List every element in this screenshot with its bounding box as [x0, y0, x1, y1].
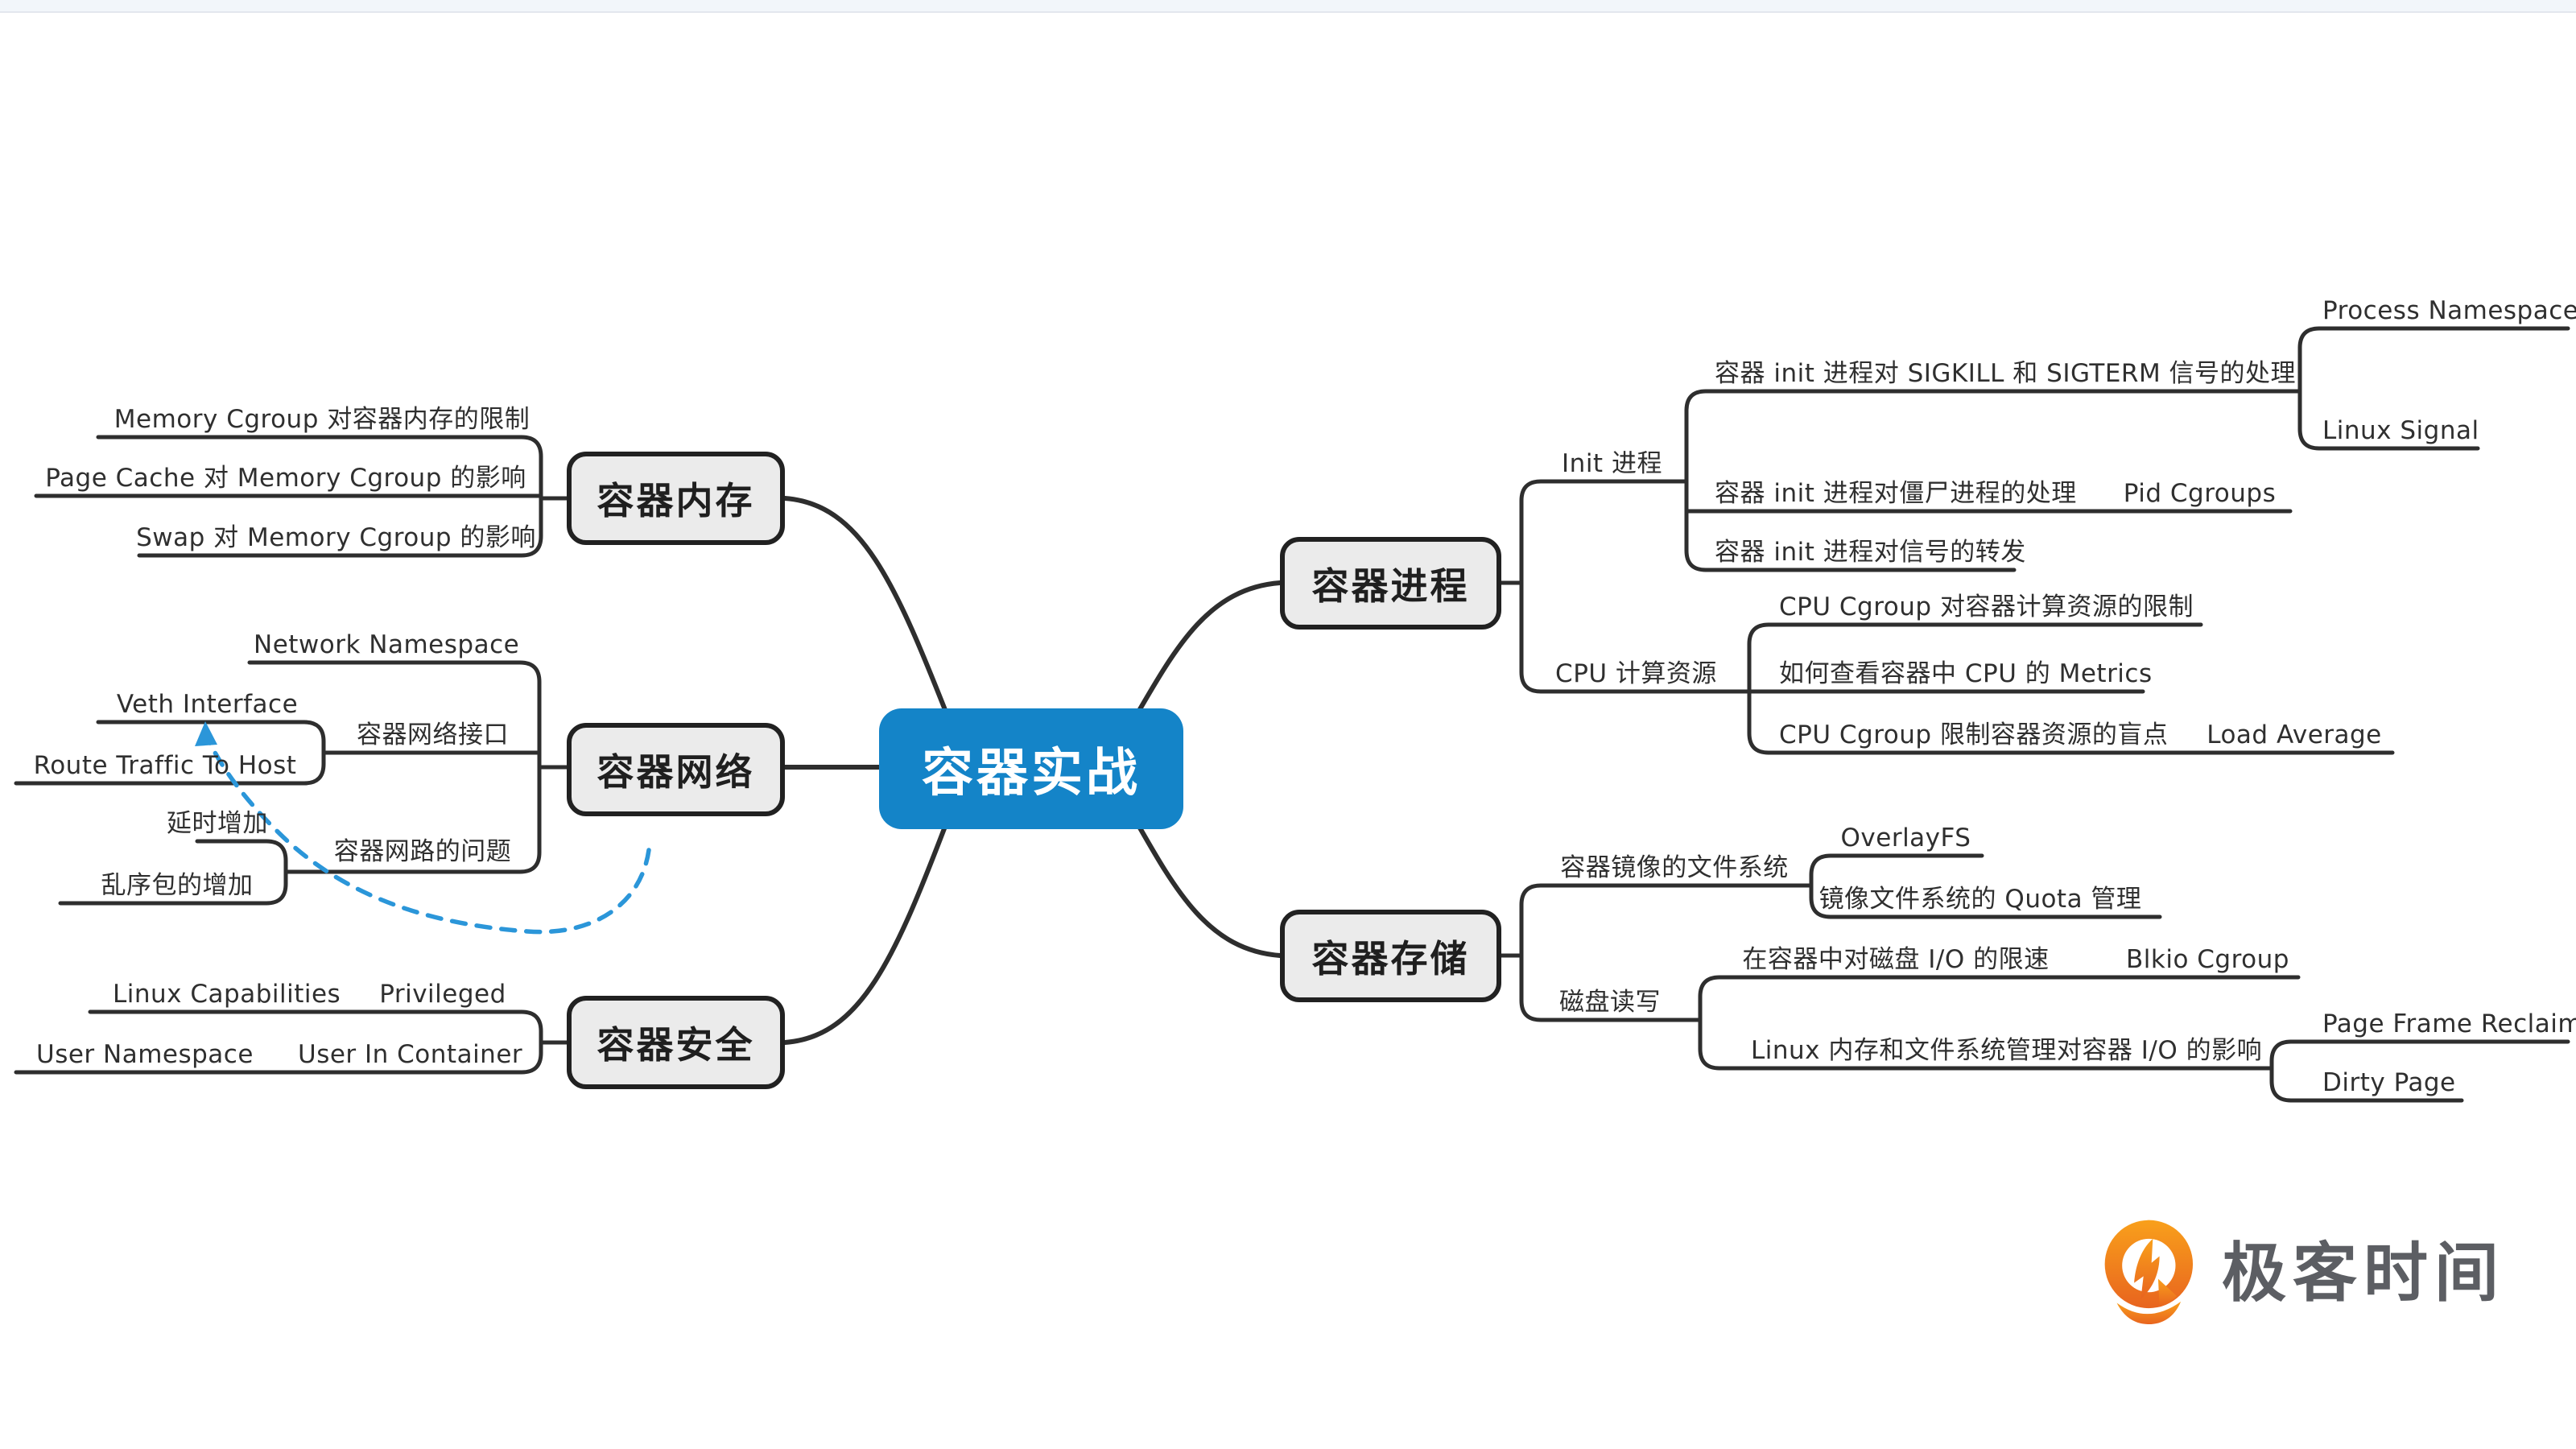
- topic-init-signal-forwarding[interactable]: 容器 init 进程对信号的转发: [1715, 538, 2026, 567]
- topic-overlayfs[interactable]: OverlayFS: [1840, 824, 1971, 852]
- branch-node-memory[interactable]: 容器内存: [567, 452, 785, 545]
- topic-veth-interface[interactable]: Veth Interface: [116, 690, 299, 719]
- topic-disk-read-write[interactable]: 磁盘读写: [1559, 988, 1661, 1017]
- branch-node-storage[interactable]: 容器存储: [1280, 910, 1501, 1002]
- topic-memory-cgroup-limit[interactable]: Memory Cgroup 对容器内存的限制: [114, 405, 530, 434]
- topic-network-problems[interactable]: 容器网路的问题: [333, 837, 512, 866]
- topic-cpu-cgroup-blindspot[interactable]: CPU Cgroup 限制容器资源的盲点: [1779, 720, 2169, 749]
- topic-process-namespace[interactable]: Process Namespace: [2322, 296, 2576, 325]
- topic-cpu-resources[interactable]: CPU 计算资源: [1555, 659, 1717, 688]
- branch-node-process[interactable]: 容器进程: [1280, 537, 1501, 630]
- topic-dirty-page[interactable]: Dirty Page: [2322, 1068, 2456, 1097]
- topic-latency-increase[interactable]: 延时增加: [167, 809, 268, 838]
- topic-privileged[interactable]: Privileged: [379, 980, 506, 1009]
- topic-init-process[interactable]: Init 进程: [1562, 449, 1662, 478]
- geektime-logo: 极客时间: [2099, 1217, 2505, 1330]
- topic-init-sigkill-sigterm[interactable]: 容器 init 进程对 SIGKILL 和 SIGTERM 信号的处理: [1715, 359, 2297, 388]
- geektime-icon: [2104, 1220, 2194, 1328]
- topic-network-namespace[interactable]: Network Namespace: [254, 630, 520, 659]
- topic-load-average[interactable]: Load Average: [2207, 720, 2382, 749]
- topic-linux-capabilities[interactable]: Linux Capabilities: [113, 980, 341, 1009]
- geektime-logo-text: 极客时间: [2222, 1236, 2505, 1311]
- topic-quota-management[interactable]: 镜像文件系统的 Quota 管理: [1818, 885, 2142, 914]
- topic-out-of-order-packets[interactable]: 乱序包的增加: [101, 871, 254, 900]
- topic-blkio-cgroup[interactable]: Blkio Cgroup: [2126, 945, 2289, 974]
- relation-arrow-head: [195, 721, 217, 746]
- topic-container-network-interface[interactable]: 容器网络接口: [357, 720, 509, 749]
- topic-pid-cgroups[interactable]: Pid Cgroups: [2123, 479, 2277, 508]
- root-node[interactable]: 容器实战: [879, 708, 1183, 829]
- topic-page-cache-effect[interactable]: Page Cache 对 Memory Cgroup 的影响: [45, 464, 526, 493]
- branch-node-network[interactable]: 容器网络: [567, 723, 785, 816]
- topic-cpu-metrics[interactable]: 如何查看容器中 CPU 的 Metrics: [1779, 659, 2153, 688]
- topic-page-frame-reclaim[interactable]: Page Frame Reclaim: [2322, 1009, 2576, 1038]
- topic-linux-memory-fs-io-impact[interactable]: Linux 内存和文件系统管理对容器 I/O 的影响: [1751, 1036, 2263, 1065]
- root-branch-curves: [782, 496, 1282, 1045]
- browser-chrome-strip: [0, 0, 2576, 13]
- relation-arrow: [206, 737, 651, 935]
- topic-cpu-cgroup-limit[interactable]: CPU Cgroup 对容器计算资源的限制: [1779, 592, 2194, 621]
- topic-user-in-container[interactable]: User In Container: [298, 1040, 523, 1069]
- topic-disk-io-throttling[interactable]: 在容器中对磁盘 I/O 的限速: [1742, 945, 2050, 974]
- topic-user-namespace[interactable]: User Namespace: [36, 1040, 254, 1069]
- topic-init-zombie-process[interactable]: 容器 init 进程对僵尸进程的处理: [1715, 479, 2077, 508]
- topic-linux-signal[interactable]: Linux Signal: [2322, 416, 2479, 445]
- topic-image-filesystem[interactable]: 容器镜像的文件系统: [1560, 853, 1789, 882]
- topic-route-traffic-to-host[interactable]: Route Traffic To Host: [33, 751, 297, 780]
- topic-swap-effect[interactable]: Swap 对 Memory Cgroup 的影响: [136, 523, 536, 552]
- branch-node-security[interactable]: 容器安全: [567, 996, 785, 1089]
